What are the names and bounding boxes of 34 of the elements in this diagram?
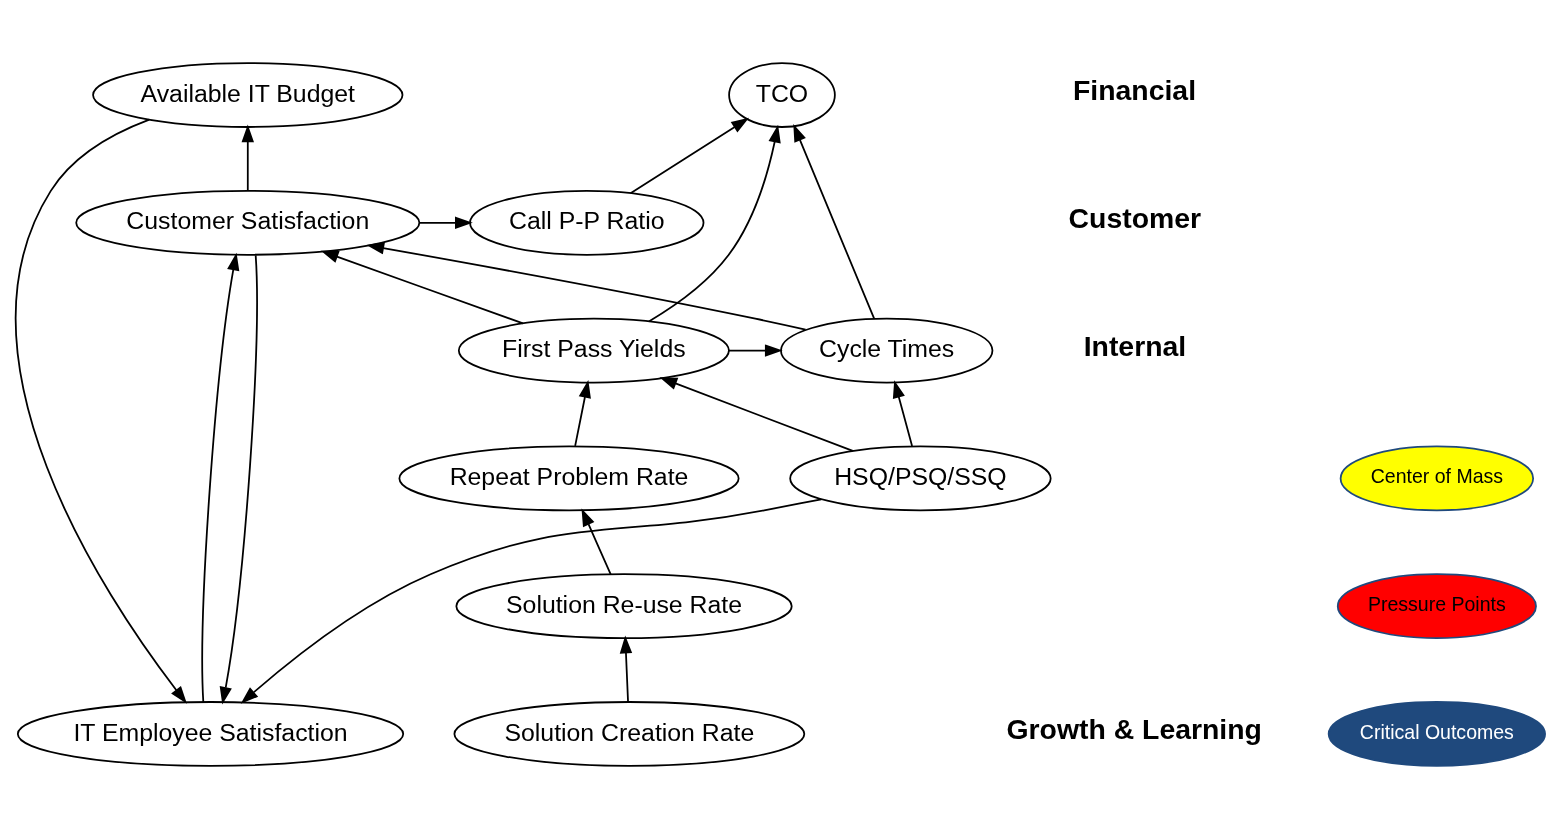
legend-label: Pressure Points (1367, 592, 1506, 615)
arrow (659, 376, 854, 452)
label: Customer (1068, 201, 1202, 234)
node-ellipse: Solution Re-use Rate (455, 572, 793, 639)
arrow (419, 216, 473, 229)
label: Financial (1073, 73, 1197, 106)
label: Internal (1083, 329, 1187, 362)
label: Growth & Learning (1006, 712, 1262, 745)
arrow (15, 118, 187, 704)
node-ellipse: Repeat Problem Rate (398, 445, 740, 511)
arrow (241, 124, 254, 191)
node-ellipse: Call P-P Ratio (469, 189, 705, 256)
node-ellipse: Available IT Budget (92, 61, 404, 128)
arrow (366, 241, 807, 330)
arrow (793, 123, 875, 319)
arrow (727, 343, 783, 357)
node-ellipse: First Pass Yields (457, 317, 730, 383)
node-ellipse: TCO (728, 61, 836, 128)
legend-label: Critical Outcomes (1359, 720, 1514, 743)
arrow (619, 635, 633, 702)
arrow (320, 250, 524, 324)
node-ellipse: Cycle Times (780, 317, 994, 383)
arrow (581, 507, 612, 575)
node-ellipse: Solution Creation Rate (453, 700, 806, 767)
legend-label: Center of Mass (1370, 464, 1504, 487)
arrow (629, 117, 750, 194)
arrow (240, 497, 823, 704)
node-ellipse: IT Employee Satisfaction (16, 700, 405, 767)
arrow (647, 124, 781, 322)
arrow (201, 252, 240, 703)
arrow (219, 253, 258, 705)
arrow (892, 379, 913, 447)
arrow (574, 379, 591, 447)
node-ellipse: HSQ/PSQ/SSQ (789, 445, 1052, 511)
